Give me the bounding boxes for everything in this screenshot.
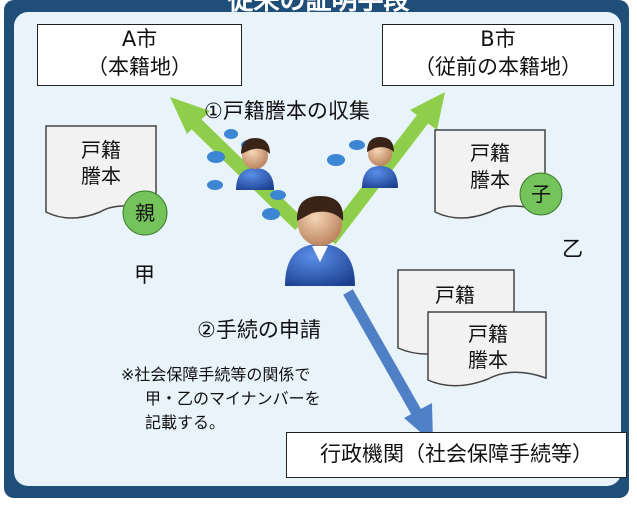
document-koseki-stack-front: 戸籍 謄本 [427, 311, 547, 387]
person-icon-applicant [285, 196, 355, 286]
agency-label: 行政機関（社会保障手続等） [320, 442, 593, 466]
person-label-child: 乙 [562, 237, 583, 261]
person-icon-collector-left [236, 138, 274, 190]
doc-left-line2: 謄本 [81, 164, 121, 188]
note-line3: 記載する。 [145, 413, 226, 432]
badge-child: 子 [531, 182, 551, 206]
badge-parent: 親 [135, 201, 155, 225]
city-a-name: A市 [121, 27, 158, 51]
doc-left-line1: 戸籍 [81, 138, 121, 162]
doc-right-line1: 戸籍 [470, 141, 510, 165]
document-koseki-parent: 戸籍 謄本 親 [45, 125, 168, 236]
doc-front-line2: 謄本 [468, 348, 508, 372]
city-a-box: A市 （本籍地） [37, 24, 242, 86]
doc-back-line1: 戸籍 [435, 283, 475, 307]
doc-front-line1: 戸籍 [468, 322, 508, 346]
city-b-name: B市 [480, 27, 516, 51]
step2-label: ②手続の申請 [197, 318, 321, 342]
header-title: 従来の証明手段 [227, 0, 410, 16]
person-icon-collector-right [362, 137, 398, 188]
note-line2: 甲・乙のマイナンバーを [145, 389, 321, 408]
step1-label: ①戸籍謄本の収集 [204, 99, 370, 123]
city-a-sub: （本籍地） [87, 55, 192, 79]
doc-right-line2: 謄本 [470, 168, 510, 192]
city-b-sub: （従前の本籍地） [414, 55, 582, 79]
agency-box: 行政機関（社会保障手続等） [286, 432, 627, 478]
city-b-box: B市 （従前の本籍地） [382, 24, 614, 86]
note-line1: ※社会保障手続等の関係で [121, 365, 311, 384]
person-label-parent: 甲 [134, 263, 155, 287]
document-koseki-child: 戸籍 謄本 子 [434, 129, 563, 219]
